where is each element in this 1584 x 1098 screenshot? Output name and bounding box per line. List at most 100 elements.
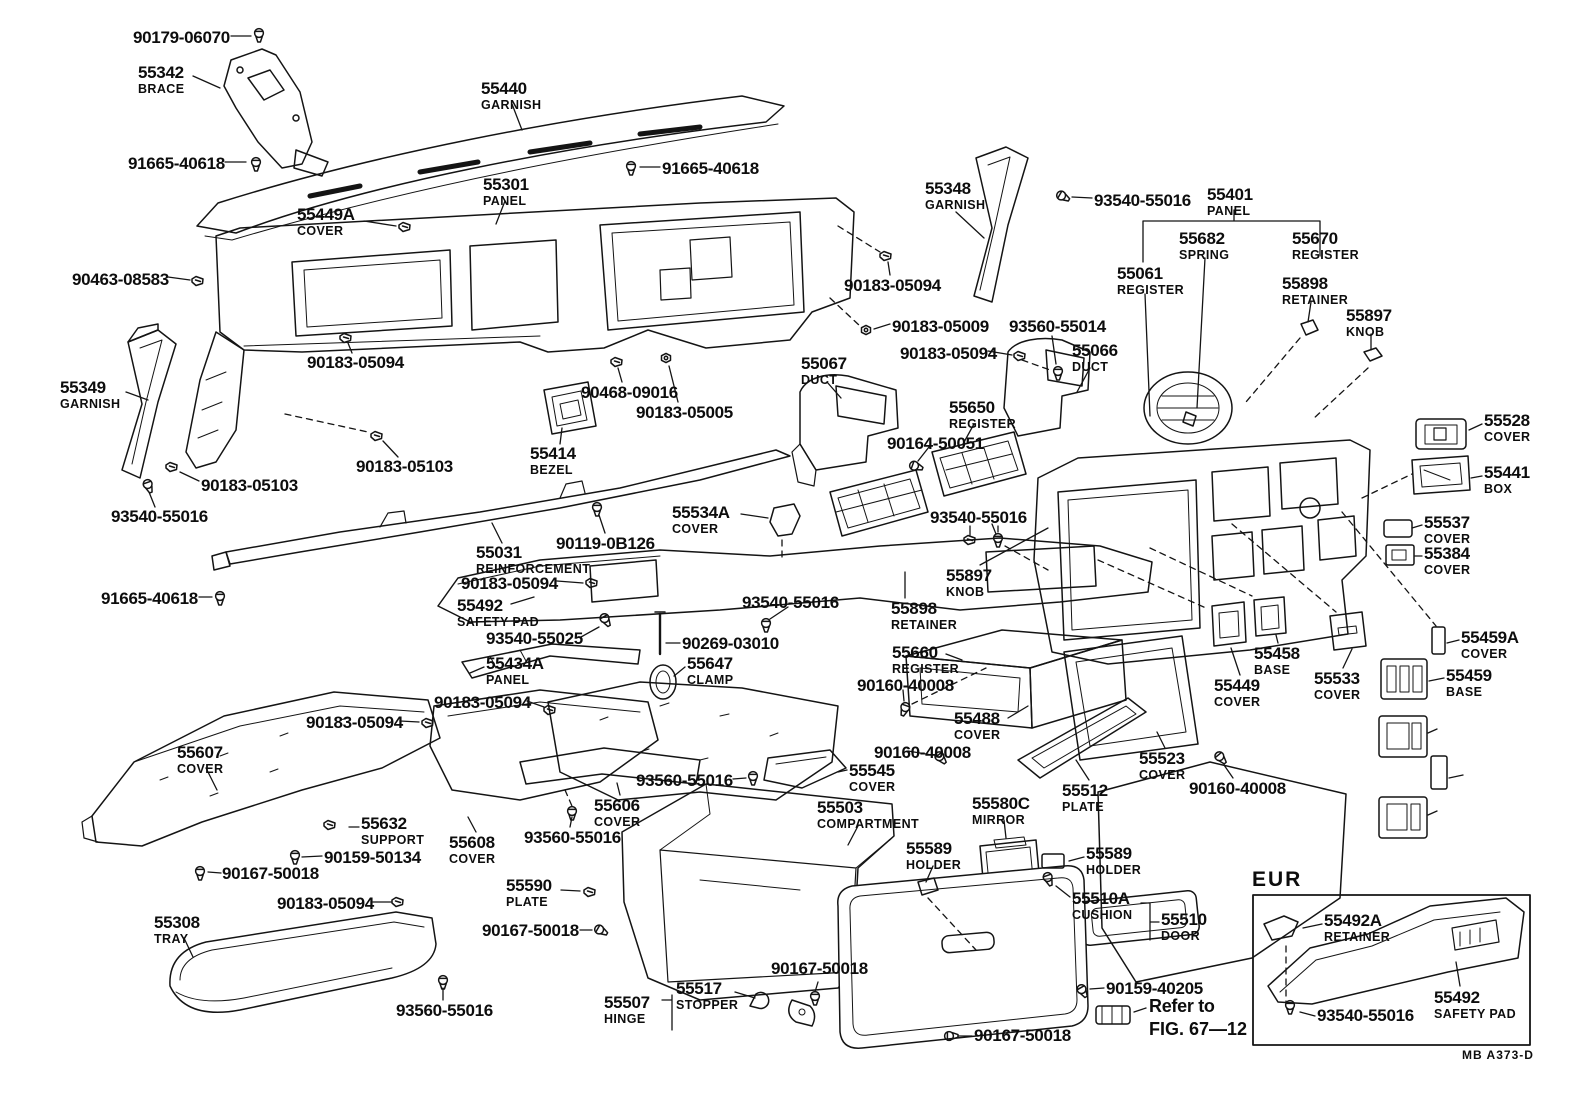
part-label-90160-40008: 90160-40008: [1189, 780, 1286, 797]
part-number: 90167-50018: [771, 959, 868, 978]
part-art-55434A: [461, 643, 641, 679]
part-number: 90159-40205: [1106, 979, 1203, 998]
part-label-91665-40618: 91665-40618: [101, 590, 198, 607]
part-number: 93560-55016: [636, 771, 733, 790]
part-descriptor: PANEL: [1207, 204, 1251, 218]
part-descriptor: PLATE: [1062, 800, 1105, 814]
part-descriptor: BOX: [1484, 482, 1513, 496]
part-descriptor: SUPPORT: [361, 833, 425, 847]
part-number: 55589: [906, 839, 952, 858]
leader-lines-dashed: [284, 225, 1437, 1003]
part-descriptor: REGISTER: [1292, 248, 1360, 262]
part-number: 55449: [1214, 676, 1260, 695]
part-label-90183-05094: 90183-05094: [307, 354, 404, 371]
part-number: 90183-05094: [434, 693, 531, 712]
part-number: 90160-40008: [1189, 779, 1286, 798]
part-descriptor: COVER: [449, 852, 496, 866]
part-descriptor: COVER: [1424, 532, 1471, 546]
part-descriptor: GARNISH: [481, 98, 542, 112]
part-descriptor: CLAMP: [687, 673, 734, 687]
part-number: 90183-05094: [307, 353, 404, 372]
part-number: 55512: [1062, 781, 1108, 800]
part-number: 55682: [1179, 229, 1225, 248]
part-number: 90183-05094: [306, 713, 403, 732]
part-number: EUR: [1252, 868, 1303, 891]
part-descriptor: PLATE: [506, 895, 549, 909]
part-number: 55342: [138, 63, 184, 82]
part-label-90167-50018: 90167-50018: [222, 865, 319, 882]
part-number: 55459: [1446, 666, 1492, 685]
part-label-90183-05094: 90183-05094: [844, 277, 941, 294]
part-number: 55607: [177, 743, 223, 762]
part-label-93540-55016: 93540-55016: [930, 509, 1027, 526]
part-label-90183-05005: 90183-05005: [636, 404, 733, 421]
part-number: 55897: [946, 566, 992, 585]
part-number: MB A373-D: [1462, 1048, 1534, 1062]
part-art-insulator: [547, 681, 839, 801]
part-label-93540-55016: 93540-55016: [1317, 1007, 1414, 1024]
part-art-55349: [121, 323, 177, 479]
part-number: 55898: [891, 599, 937, 618]
part-number: 91665-40618: [128, 154, 225, 173]
part-number: 93560-55014: [1009, 317, 1106, 336]
part-descriptor: COVER: [297, 224, 344, 238]
part-art-55660: [905, 629, 1127, 729]
part-number: 55349: [60, 378, 106, 397]
part-descriptor: COVER: [849, 780, 896, 794]
part-art-55510: [837, 865, 1089, 1049]
part-descriptor: CUSHION: [1072, 908, 1133, 922]
part-number: 90183-05005: [636, 403, 733, 422]
part-number: 55061: [1117, 264, 1163, 283]
part-descriptor: REINFORCEMENT: [476, 562, 591, 576]
part-number: 93540-55016: [742, 593, 839, 612]
part-descriptor: RETAINER: [1324, 930, 1391, 944]
part-descriptor: GARNISH: [925, 198, 986, 212]
part-number: 93540-55016: [1317, 1006, 1414, 1025]
part-descriptor: GARNISH: [60, 397, 121, 411]
part-art-small-parts: [749, 319, 1383, 1027]
part-number: 55897: [1346, 306, 1392, 325]
part-descriptor: TRAY: [154, 932, 189, 946]
part-descriptor: HINGE: [604, 1012, 646, 1026]
part-number: 55066: [1072, 341, 1118, 360]
part-descriptor: DUCT: [1072, 360, 1109, 374]
part-descriptor: PANEL: [483, 194, 527, 208]
part-label-90167-50018: 90167-50018: [482, 922, 579, 939]
part-number: 55507: [604, 993, 650, 1012]
part-number: 93560-55016: [396, 1001, 493, 1020]
part-number: 55632: [361, 814, 407, 833]
part-number: 55533: [1314, 669, 1360, 688]
part-art-55545: [763, 749, 847, 789]
leader-lines: [125, 35, 1483, 1037]
part-descriptor: REGISTER: [892, 662, 960, 676]
part-art-55342: [223, 48, 329, 177]
part-number: 55449A: [297, 205, 355, 224]
part-descriptor: STOPPER: [676, 998, 739, 1012]
part-label-90119-0B126: 90119-0B126: [556, 535, 655, 552]
part-label-90183-05094: 90183-05094: [306, 714, 403, 731]
part-descriptor: COVER: [672, 522, 719, 536]
part-label-EUR: EUR: [1252, 869, 1302, 890]
part-art-55031: [211, 449, 791, 571]
